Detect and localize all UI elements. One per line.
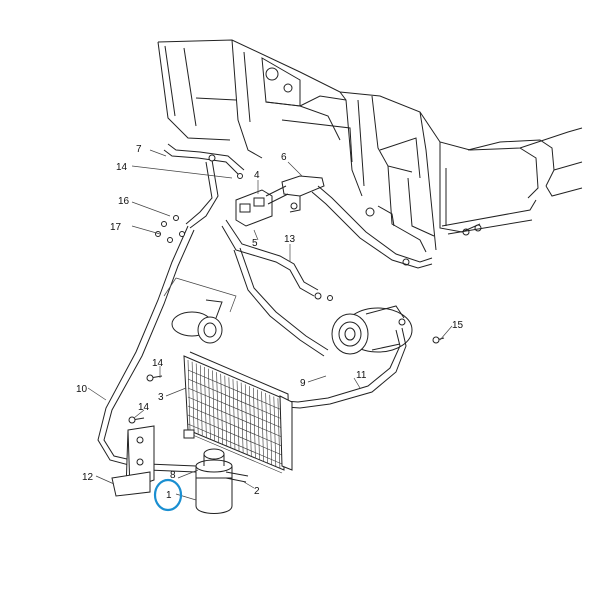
receiver-drier bbox=[195, 448, 249, 514]
callout-11: 11 bbox=[356, 370, 367, 381]
callout-2: 2 bbox=[254, 486, 260, 497]
condenser-fin bbox=[240, 382, 244, 453]
fasteners bbox=[128, 173, 445, 424]
callout-1: 1 bbox=[166, 490, 172, 501]
callout-8: 8 bbox=[170, 470, 176, 481]
condenser-fin bbox=[212, 370, 215, 441]
callout-13: 13 bbox=[284, 234, 296, 245]
condenser-fin bbox=[269, 394, 273, 465]
callout-4: 4 bbox=[254, 170, 260, 181]
condenser-fin bbox=[187, 405, 283, 447]
condenser-fin bbox=[187, 387, 283, 429]
condenser-fin bbox=[187, 432, 283, 474]
condenser-fin bbox=[187, 369, 283, 411]
callout-14-mid: 14 bbox=[152, 358, 164, 369]
callout-3: 3 bbox=[158, 392, 164, 403]
condenser-fin bbox=[277, 398, 281, 469]
condenser-fin bbox=[187, 359, 191, 431]
hose-bracket-loop bbox=[163, 277, 237, 313]
callout-10: 10 bbox=[76, 384, 88, 395]
leader-lines bbox=[87, 149, 453, 501]
condenser-fin bbox=[216, 372, 219, 443]
condenser-fin bbox=[191, 361, 195, 432]
condenser-fin bbox=[224, 375, 228, 446]
condenser-fin bbox=[257, 389, 260, 460]
drier-assembly-upper bbox=[171, 299, 223, 344]
callout-6: 6 bbox=[281, 152, 287, 163]
highlight-ring bbox=[153, 478, 183, 512]
condenser-fin bbox=[249, 386, 252, 457]
compressor bbox=[331, 305, 413, 355]
callout-16: 16 bbox=[118, 196, 130, 207]
condenser-fin bbox=[195, 363, 199, 434]
condenser-fin bbox=[273, 396, 277, 467]
cab-frame bbox=[157, 39, 583, 266]
mounting-bracket bbox=[111, 425, 155, 497]
callout-15: 15 bbox=[452, 320, 464, 331]
hose-11 bbox=[271, 327, 407, 409]
hose-6 bbox=[311, 185, 433, 269]
callout-12: 12 bbox=[82, 472, 94, 483]
callout-17: 17 bbox=[110, 222, 122, 233]
condenser-fin bbox=[228, 377, 232, 448]
callout-14-low: 14 bbox=[138, 402, 150, 413]
condenser-fin bbox=[220, 373, 223, 444]
condenser-fin bbox=[187, 396, 283, 438]
condenser-fins bbox=[187, 359, 285, 474]
condenser-fin bbox=[199, 365, 203, 436]
callout-5: 5 bbox=[252, 238, 258, 249]
callout-labels: 7 14 6 4 16 17 5 13 15 14 10 3 9 11 14 8… bbox=[76, 144, 464, 501]
callout-9: 9 bbox=[300, 378, 306, 389]
condenser-fin bbox=[187, 423, 283, 465]
hose-13-9 bbox=[221, 219, 333, 357]
callout-7: 7 bbox=[136, 144, 142, 155]
expansion-valve-block bbox=[235, 175, 325, 227]
condenser-fin bbox=[187, 414, 283, 456]
condenser-fin bbox=[204, 366, 207, 437]
condenser-fin bbox=[236, 380, 240, 451]
condenser-fin bbox=[208, 368, 211, 439]
condenser-fin bbox=[253, 387, 256, 458]
condenser-fin bbox=[261, 391, 264, 462]
condenser-fin bbox=[265, 393, 268, 464]
hose-7 bbox=[163, 143, 245, 229]
condenser-fin bbox=[187, 378, 283, 420]
condenser-fin bbox=[232, 379, 236, 450]
callout-14-top: 14 bbox=[116, 162, 128, 173]
condenser bbox=[183, 351, 293, 474]
condenser-fin bbox=[244, 384, 248, 455]
